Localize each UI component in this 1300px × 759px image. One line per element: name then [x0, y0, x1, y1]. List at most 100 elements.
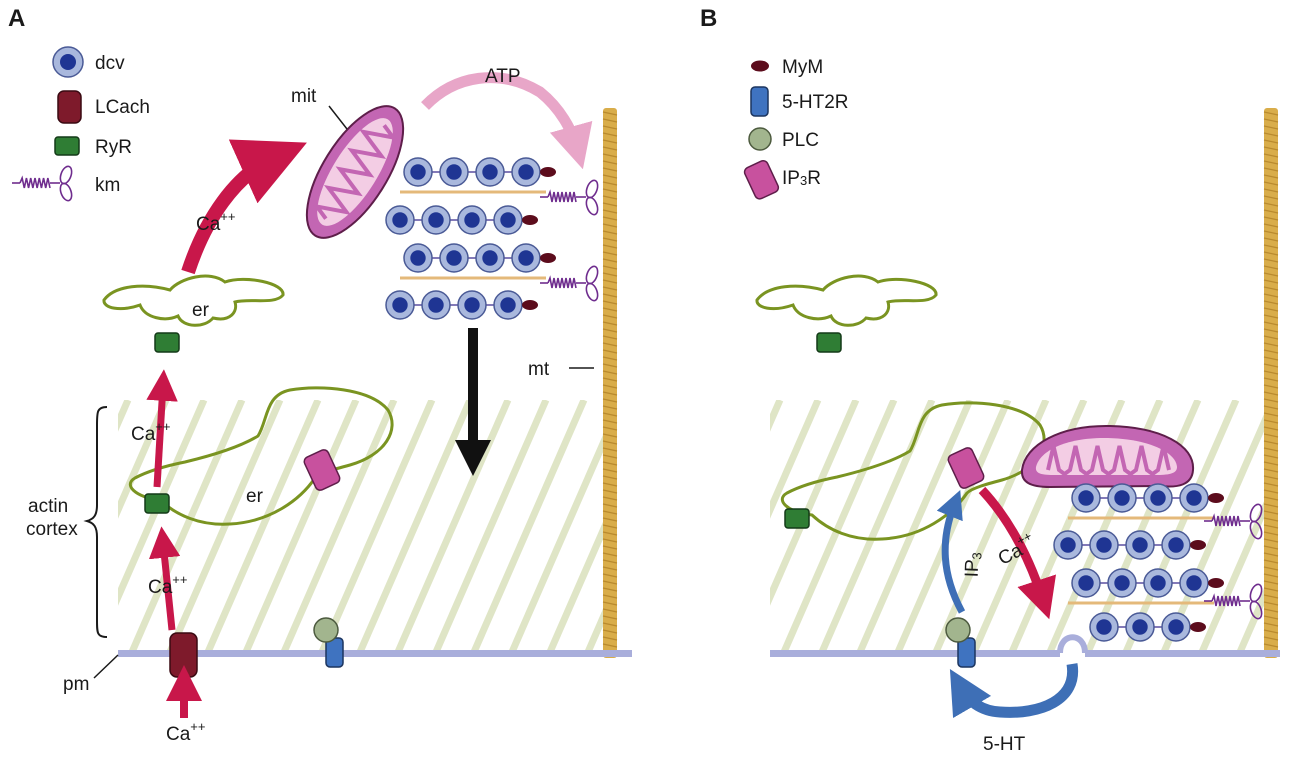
microtubule-segment — [602, 461, 618, 466]
microtubule-segment — [602, 223, 618, 228]
microtubule-segment — [1263, 125, 1279, 130]
myosin-motor — [1190, 622, 1206, 632]
panel-b: B MyM 5-HT2R PLC IP3R — [700, 5, 1280, 755]
microtubule-segment — [602, 580, 618, 585]
microtubule-segment — [1263, 118, 1279, 123]
actin-cortex-region-b — [770, 400, 1265, 652]
dense-core-vesicle — [1125, 612, 1155, 642]
microtubule-segment — [602, 181, 618, 186]
microtubule-segment — [1263, 216, 1279, 221]
dense-core-vesicle — [439, 157, 469, 187]
microtubule-segment — [1263, 608, 1279, 613]
microtubule-segment — [602, 384, 618, 389]
microtubule-segment — [1263, 566, 1279, 571]
legend-ht2r-label: 5-HT2R — [782, 92, 849, 113]
microtubule-segment — [1263, 349, 1279, 354]
microtubule-segment — [1263, 244, 1279, 249]
legend-plc-label: PLC — [782, 130, 819, 151]
microtubule-segment — [602, 272, 618, 277]
microtubule-segment — [602, 342, 618, 347]
ip3-arrow-b — [936, 490, 966, 614]
microtubule-segment — [1263, 342, 1279, 347]
microtubule-segment — [602, 538, 618, 543]
microtubule-segment — [1263, 202, 1279, 207]
actin-filament — [1236, 585, 1265, 652]
microtubule-segment — [602, 321, 618, 326]
legend-mym-icon — [751, 60, 769, 72]
microtubule-segment — [602, 405, 618, 410]
actin-filament — [856, 400, 974, 652]
myosin-motor — [1208, 493, 1224, 503]
dense-core-vesicle — [511, 243, 541, 273]
microtubule-segment — [602, 426, 618, 431]
microtubule-segment — [602, 587, 618, 592]
dense-core-vesicle — [1179, 483, 1209, 513]
microtubule-a — [602, 108, 618, 658]
microtubule-segment — [1263, 384, 1279, 389]
microtubule-segment — [602, 447, 618, 452]
plc-enzyme-a — [313, 617, 339, 643]
legend-ht2r-icon — [750, 86, 769, 117]
actin-filament — [770, 400, 784, 432]
microtubule-segment — [602, 419, 618, 424]
panel-a-letter: A — [8, 5, 25, 32]
actin-filament — [780, 400, 898, 652]
microtubule-segment — [1263, 335, 1279, 340]
actin-filament — [770, 400, 822, 519]
dense-core-vesicle — [1089, 612, 1119, 642]
microtubule-segment — [1263, 405, 1279, 410]
microtubule-segment — [1263, 377, 1279, 382]
microtubule-segment — [1263, 475, 1279, 480]
er-top-a — [102, 274, 285, 327]
microtubule-segment — [602, 629, 618, 634]
legend-dcv-icon — [52, 46, 84, 78]
microtubule-segment — [1263, 328, 1279, 333]
microtubule-segment — [1263, 223, 1279, 228]
actin-filament — [1084, 400, 1202, 652]
dense-core-vesicle — [1071, 483, 1101, 513]
legend-km-label: km — [95, 175, 120, 196]
dense-core-vesicle — [1161, 530, 1191, 560]
microtubule-segment — [602, 307, 618, 312]
microtubule-segment — [1263, 440, 1279, 445]
microtubule-segment — [1263, 594, 1279, 599]
ryr-top-b — [816, 332, 842, 353]
microtubule-segment — [1263, 307, 1279, 312]
microtubule-segment — [602, 328, 618, 333]
microtubule-segment — [602, 139, 618, 144]
microtubule-segment — [1263, 146, 1279, 151]
microtubule-segment — [602, 244, 618, 249]
microtubule-segment — [602, 454, 618, 459]
er-cortex-b — [780, 401, 1046, 541]
microtubule-segment — [1263, 111, 1279, 116]
ip3r-cortex-a — [303, 449, 341, 491]
microtubule-segment — [1263, 356, 1279, 361]
myosin-motor — [522, 215, 538, 225]
microtubule-segment — [1263, 587, 1279, 592]
dense-core-vesicle — [421, 290, 451, 320]
ryr-top-a — [154, 332, 180, 353]
dense-core-vesicle — [475, 243, 505, 273]
dense-core-vesicle — [1089, 530, 1119, 560]
microtubule-segment — [1263, 363, 1279, 368]
panel-a: A dcv LCach RyR km er — [8, 5, 632, 745]
dense-core-vesicle — [385, 205, 415, 235]
dense-core-vesicle — [493, 290, 523, 320]
microtubule-segment — [1263, 132, 1279, 137]
dense-core-vesicle — [385, 290, 415, 320]
microtubule-segment — [1263, 391, 1279, 396]
kinesin-motor-icon — [1204, 503, 1263, 540]
microtubule-segment — [602, 398, 618, 403]
microtubule-segment — [1263, 573, 1279, 578]
legend-lcach-label: LCach — [95, 97, 150, 118]
actin-filament — [432, 400, 550, 652]
kinesin-motor-icon — [540, 265, 599, 302]
dense-core-vesicle — [1143, 568, 1173, 598]
microtubule-segment — [602, 209, 618, 214]
actin-filament — [894, 400, 1012, 652]
microtubule-segment — [602, 153, 618, 158]
dense-core-vesicle — [1161, 612, 1191, 642]
microtubule-segment — [1263, 314, 1279, 319]
legend-b: MyM 5-HT2R PLC IP3R — [743, 57, 849, 200]
